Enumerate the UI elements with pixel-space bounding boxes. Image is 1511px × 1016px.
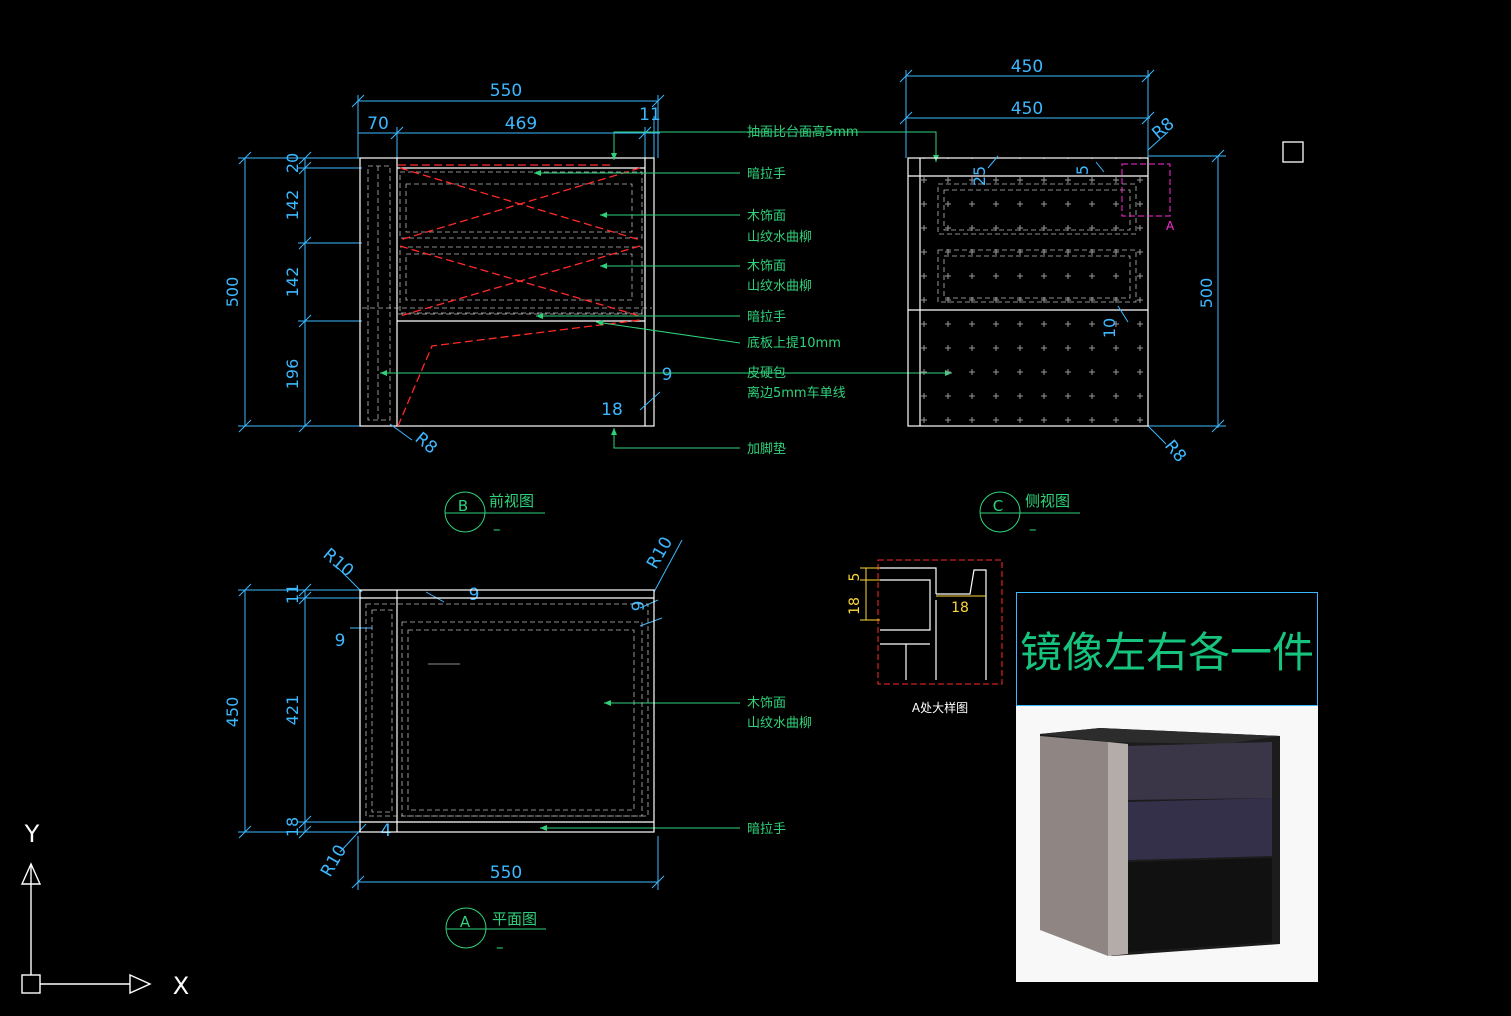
front-dim-500: 500 xyxy=(223,277,242,308)
detail-dim-18-vert: 18 xyxy=(847,597,863,615)
plan-dim-9-left: 9 xyxy=(335,631,346,651)
note-stitch-line: 离边5mm车单线 xyxy=(747,385,846,401)
plan-radius-tr: R10 xyxy=(643,534,677,573)
detail-dim-5: 5 xyxy=(847,573,863,582)
side-dim-25: 25 xyxy=(970,166,989,186)
note-hidden-handle-2: 暗拉手 xyxy=(747,310,786,325)
note-plan-wood-veneer: 木饰面 xyxy=(747,696,786,711)
side-dim-5: 5 xyxy=(1073,165,1092,175)
side-view-label: C xyxy=(993,497,1003,515)
front-dim-9: 9 xyxy=(662,365,673,385)
side-radius-top: R8 xyxy=(1148,114,1178,144)
note-plan-ash-grain: 山纹水曲柳 xyxy=(747,716,812,731)
plan-view-label: A xyxy=(460,913,471,931)
front-dim-11: 11 xyxy=(639,105,661,125)
reference-photo-panel: 镜像左右各一件 xyxy=(1016,592,1318,982)
front-radius-r8: R8 xyxy=(411,429,441,459)
detail-a: 5 18 18 A处大样图 xyxy=(847,559,1003,715)
note-hidden-handle-1: 暗拉手 xyxy=(747,167,786,182)
detail-dim-18-horiz: 18 xyxy=(951,600,969,616)
front-dim-20: 20 xyxy=(283,153,302,173)
note-foot-pad: 加脚垫 xyxy=(747,441,786,457)
side-view: 450 450 R8 R8 500 25 5 10 A C xyxy=(899,57,1226,538)
plan-dim-18: 18 xyxy=(283,817,302,837)
side-view-title: 侧视图 xyxy=(1025,492,1070,510)
front-view-title: 前视图 xyxy=(489,492,534,510)
note-drawer-height: 抽面比台面高5mm xyxy=(747,124,859,140)
plan-view-scale: – xyxy=(496,938,504,956)
plan-dim-421: 421 xyxy=(283,695,302,726)
side-dim-450-inner: 450 xyxy=(1011,99,1043,119)
side-view-scale: – xyxy=(1029,520,1037,538)
note-ash-grain-1: 山纹水曲柳 xyxy=(747,230,812,245)
plan-dim-11: 11 xyxy=(283,584,302,604)
plan-dim-550: 550 xyxy=(490,863,522,883)
plan-radius-bl: R10 xyxy=(317,842,351,881)
side-dim-10: 10 xyxy=(1100,318,1119,338)
note-bottom-raise: 底板上提10mm xyxy=(747,335,841,351)
side-dim-500: 500 xyxy=(1197,278,1216,309)
front-dim-70: 70 xyxy=(367,114,389,134)
ucs-x-label: X xyxy=(173,972,189,1000)
note-wood-veneer-2: 木饰面 xyxy=(747,259,786,274)
plan-view: 450 11 421 18 550 9 9 9 4 R10 R10 R10 A … xyxy=(223,534,683,956)
plan-dim-9-top: 9 xyxy=(469,585,480,605)
annotation-leaders xyxy=(380,131,952,831)
mirror-note: 镜像左右各一件 xyxy=(1016,592,1318,706)
front-dim-142a: 142 xyxy=(283,190,302,221)
plan-view-title: 平面图 xyxy=(492,910,537,928)
side-radius-bottom: R8 xyxy=(1160,436,1190,466)
plan-dim-4: 4 xyxy=(381,821,392,841)
note-hard-leather: 皮硬包 xyxy=(747,366,786,381)
viewport-checkbox[interactable] xyxy=(1282,141,1304,163)
front-dim-550: 550 xyxy=(490,81,522,101)
detail-caption: A处大样图 xyxy=(912,700,968,715)
side-detail-marker: A xyxy=(1166,219,1175,233)
plan-radius-tl: R10 xyxy=(319,545,357,582)
front-dim-469: 469 xyxy=(505,114,537,134)
front-view-label: B xyxy=(458,497,468,515)
ucs-icon xyxy=(20,862,152,995)
front-dim-196: 196 xyxy=(283,359,302,390)
note-wood-veneer-1: 木饰面 xyxy=(747,209,786,224)
side-dim-450-outer: 450 xyxy=(1011,57,1043,77)
plan-dim-9-right: 9 xyxy=(629,601,649,612)
ucs-y-label: Y xyxy=(24,820,40,848)
front-dim-18: 18 xyxy=(601,400,623,420)
front-view-scale: – xyxy=(493,520,501,538)
nightstand-render xyxy=(1016,706,1318,982)
front-view: 550 70 469 11 500 20 142 142 196 xyxy=(223,81,672,538)
note-ash-grain-2: 山纹水曲柳 xyxy=(747,279,812,294)
note-plan-hidden-handle: 暗拉手 xyxy=(747,822,786,837)
plan-dim-450: 450 xyxy=(223,697,242,728)
front-dim-142b: 142 xyxy=(283,267,302,298)
